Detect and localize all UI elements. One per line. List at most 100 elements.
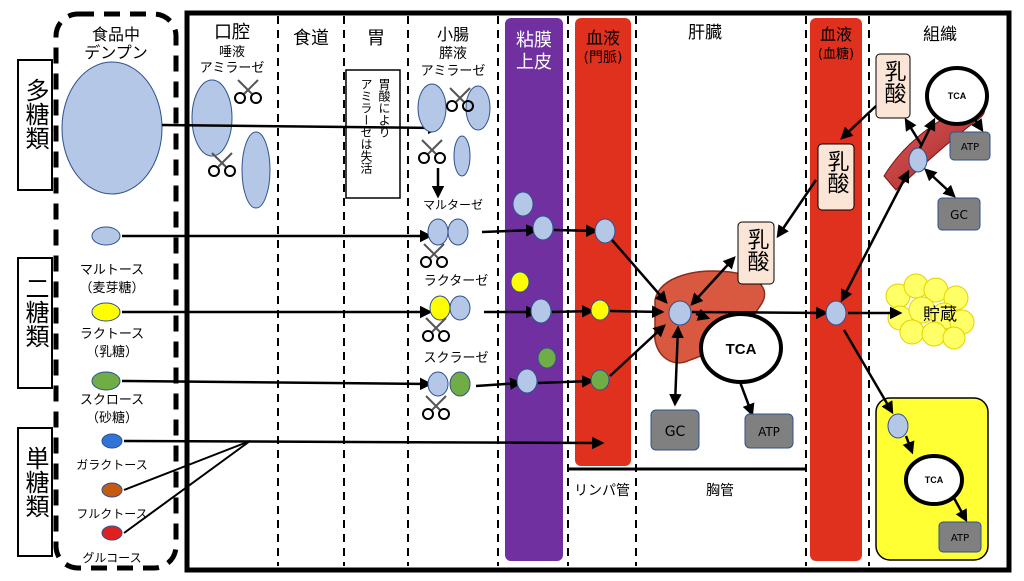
arrow-liver-gc [669,325,684,407]
storage-label: 貯蔵 [923,305,957,325]
lactose-label: ラクトース [80,327,144,342]
blood-glucose [825,300,847,326]
liver-gc-label: GC [665,424,686,440]
tissue-atp-box [949,131,991,161]
scissors-icon [422,317,450,342]
food-header-line1: 食品中 [92,25,140,44]
lactose-sub: （乳糖） [86,344,138,360]
yellow-glucose [887,413,909,439]
epi-mol-3 [510,271,530,293]
header-epithelium2: 上皮 [516,52,552,73]
scissors-icon [446,87,474,112]
glucose-molecule [101,525,123,541]
stomach-note-col1: 胃酸により [377,78,391,138]
maltose-sub: （麦芽糖） [79,280,144,296]
arrow-tissue-lactic [904,117,924,147]
arrow-epi-2 [551,305,595,318]
arrow-liver-in-1 [611,239,668,304]
arrow-liver-out [691,306,829,320]
scissors-icon [234,79,262,104]
category-mono: 単糖類 [21,446,49,518]
arrow-yellow-tca [902,435,915,455]
si-lactose-a [429,295,451,321]
glucose-label: グルコース [82,551,141,565]
arrow-maltose-out [481,224,539,237]
header-portal1: 血液 [586,29,620,49]
arrow-tissue-lactic-blood [840,105,877,140]
sucrose-molecule [91,371,121,391]
sucrose-sub: （砂糖） [86,410,138,426]
arrow-mono [123,436,605,450]
liver-tca-label: TCA [726,341,757,358]
arrow-liver-in-3 [609,324,666,377]
tissue-gc-label: GC [950,208,968,222]
si-starch-1 [417,83,447,133]
arrow-starch [161,121,441,135]
label-sucrase: スクラーゼ [423,351,488,366]
fructose-label: フルクトース [76,507,147,521]
arrow-blood-yellow [842,329,894,415]
liver-lactic-label: 乳酸 [744,228,769,272]
category-boxes [17,59,53,557]
galactose-label: ガラクトース [76,458,147,472]
liver-atp-label: ATP [758,425,780,439]
header-systemic2: (血糖) [818,46,854,62]
column-dividers [277,16,870,566]
arrow-blood-lactic-liver [776,179,818,239]
maltose-molecule [91,226,121,246]
arrow-liver-tca [695,308,711,321]
starch-molecule [61,61,163,195]
header-liver: 肝臓 [688,23,722,43]
header-mouth: 口腔 [214,22,250,43]
category-di: 二糖類 [21,276,49,348]
scissors-icon [420,243,448,268]
si-starch-2 [465,85,491,131]
header-epithelium1: 粘膜 [516,30,552,51]
epi-mol-2 [532,215,554,241]
si-maltose-a [427,218,449,246]
fructose-molecule [101,482,123,498]
mono-merge-2 [123,440,251,534]
epi-mol-5 [537,347,557,369]
header-tissue: 組織 [923,25,957,45]
header-pancreatic2: アミラーゼ [421,64,486,79]
arrow-sucrose-out [475,377,523,390]
arrow-epi-3 [537,375,595,388]
mono-merge-1 [123,440,251,491]
si-maltose-b [447,218,469,246]
mouth-starch-2 [241,131,271,209]
arrow-liver-atp [738,381,755,417]
blood-lactic-label: 乳酸 [824,150,849,194]
arrow-sucrose [121,377,433,391]
yellow-tca-cycle [904,454,964,506]
si-sucrose-b [449,371,471,397]
mouth-starch-1 [191,79,233,157]
liver-atp-box [744,413,794,449]
header-portal2: (門脈) [584,50,623,66]
portal-mol-1 [594,218,616,244]
liver-lactic-box [737,221,775,285]
food-header-line2: デンプン [84,43,148,62]
header-small-intestine: 小腸 [437,25,469,44]
epi-mol-6 [516,368,538,394]
header-esophagus: 食道 [293,28,329,49]
tissue-lactic-label: 乳酸 [881,60,906,104]
header-mouth-enzyme2: アミラーゼ [200,61,265,76]
yellow-atp-label: ATP [951,533,969,544]
header-pancreatic1: 膵液 [439,46,467,62]
category-poly: 多糖類 [21,78,49,150]
sucrose-label: スクロース [80,393,144,408]
lactose-molecule [91,302,121,322]
si-sucrose-a [427,371,449,397]
header-systemic1: 血液 [820,25,852,44]
epi-mol-1 [512,191,534,217]
liver-gc-box [650,409,700,451]
scissors-icon [208,152,236,177]
arrow-tissue-gc [924,168,956,198]
header-stomach: 胃 [367,28,385,49]
yellow-atp-box [938,521,982,553]
yellow-tca-label: TCA [925,475,944,485]
label-lymph: リンパ管 [574,483,630,499]
header-mouth-enzyme1: 唾液 [219,45,245,60]
label-lactase: ラクターゼ [424,274,488,289]
